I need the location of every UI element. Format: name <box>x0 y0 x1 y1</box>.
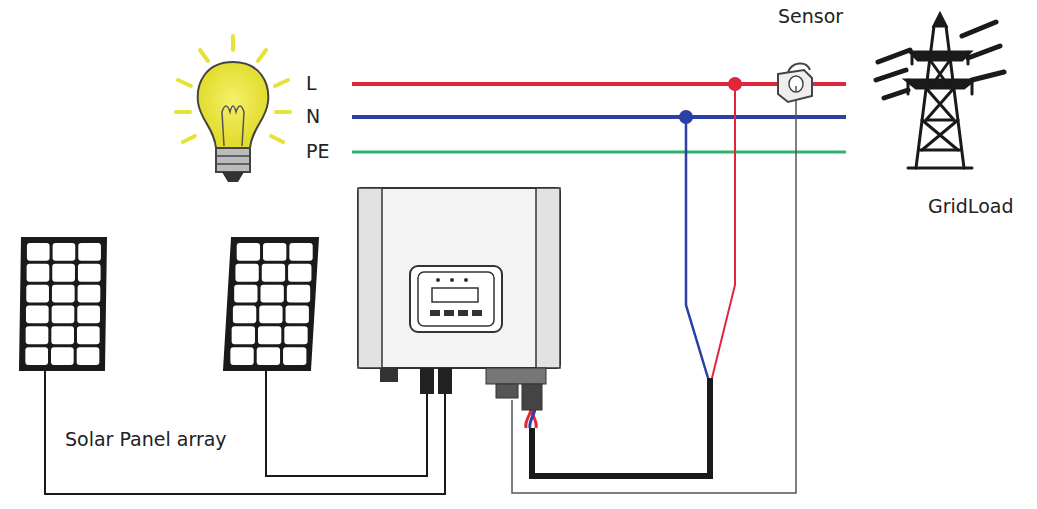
neutral-label: N <box>306 106 320 127</box>
junction-dot <box>679 110 693 124</box>
dc-wire <box>266 370 427 476</box>
sensor-label: Sensor <box>778 6 843 27</box>
dc-wire <box>45 370 445 494</box>
sensor-wire <box>512 92 796 493</box>
neutral-conductor <box>352 115 846 119</box>
earth-label: PE <box>306 141 329 162</box>
solar-panel <box>20 238 106 370</box>
light-bulb <box>176 36 290 182</box>
inverter <box>358 188 560 410</box>
grid-label: GridLoad <box>928 196 1013 217</box>
panel-array-label: Solar Panel array <box>65 429 227 450</box>
power-tower <box>876 14 1004 168</box>
line-conductor <box>352 82 846 86</box>
current-sensor <box>778 63 812 102</box>
ac-cable <box>532 378 710 476</box>
junction-dot <box>728 77 742 91</box>
line-tap-wire <box>712 84 735 378</box>
line-label: L <box>306 73 317 94</box>
solar-panel <box>224 238 318 370</box>
neutral-tap-wire <box>686 117 708 378</box>
earth-conductor <box>352 151 846 154</box>
